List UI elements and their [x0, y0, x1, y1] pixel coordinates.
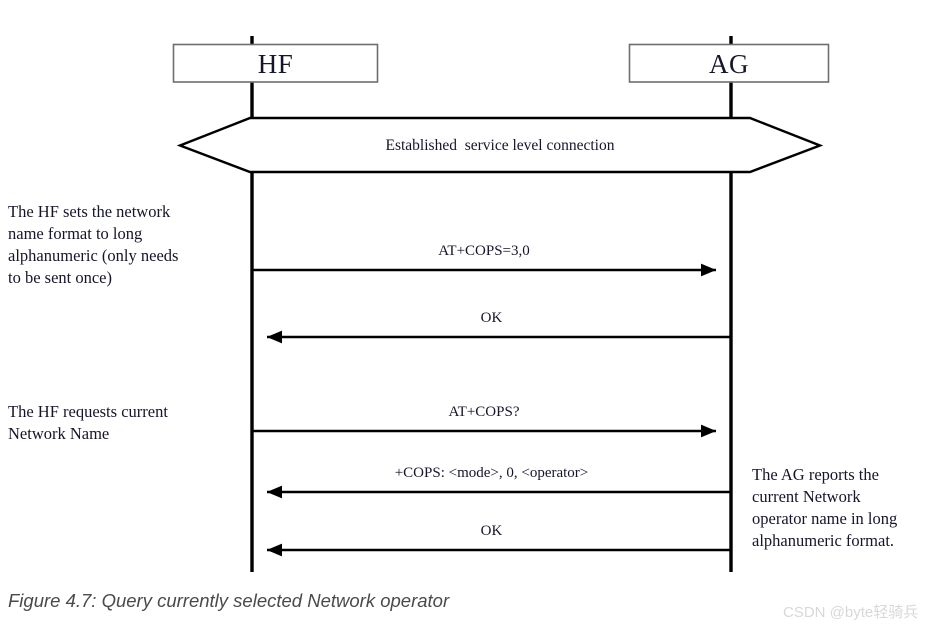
note-line: alphanumeric format.	[752, 531, 895, 551]
note-line: The HF requests current	[8, 402, 168, 421]
actor-label-hf-wrap: HF	[173, 49, 378, 83]
note-line: The AG reports the	[752, 465, 879, 484]
figure-caption: Figure 4.7: Query currently selected Net…	[8, 590, 450, 611]
message-label-2: OK	[480, 310, 503, 326]
message-label-4: +COPS: <mode>, 0, <operator>	[394, 465, 589, 481]
message-label-5: OK	[480, 523, 503, 539]
note-ag-reports: The AG reports the current Network opera…	[752, 464, 948, 552]
csdn-watermark: CSDN @byte轻骑兵	[783, 604, 919, 621]
state-band-hexagon	[176, 116, 824, 174]
message-label-1: AT+COPS=3,0	[438, 243, 530, 259]
actor-label-ag: AG	[709, 49, 749, 79]
note-hf-set-format: The HF sets the network name format to l…	[8, 201, 238, 289]
actor-label-ag-wrap: AG	[629, 49, 829, 83]
note-line: alphanumeric (only needs	[8, 246, 179, 266]
note-line: to be sent once)	[8, 268, 113, 288]
note-line: operator name in long	[752, 509, 898, 529]
note-line: name format to long	[8, 224, 143, 244]
note-line: current Network	[752, 487, 861, 507]
actor-label-hf: HF	[257, 49, 294, 79]
note-hf-request-name: The HF requests current Network Name	[8, 401, 238, 445]
state-band-label: Established service level connection	[385, 137, 615, 154]
actor-box-hf	[172, 43, 379, 83]
message-label-3: AT+COPS?	[448, 404, 520, 420]
state-band-label-wrap: Established service level connection	[180, 138, 820, 158]
actor-box-ag	[628, 43, 830, 83]
note-line: The HF sets the network	[8, 202, 171, 221]
note-line: Network Name	[8, 424, 110, 444]
